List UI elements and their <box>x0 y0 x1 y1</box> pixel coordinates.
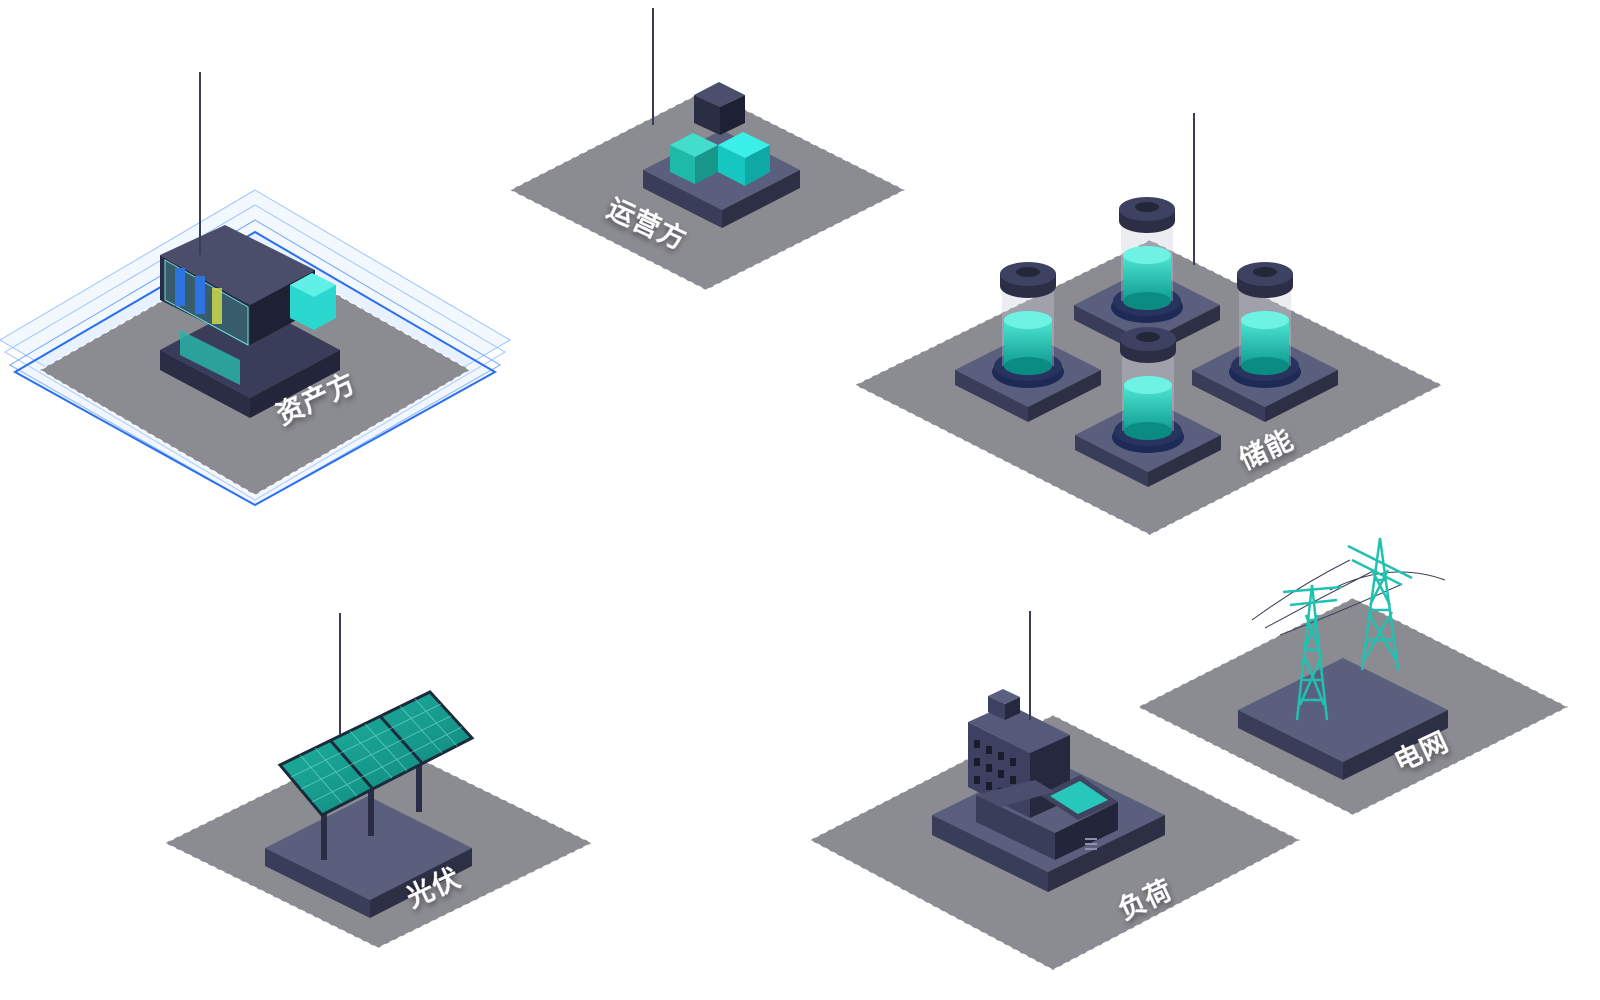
storage-cell-top <box>1074 197 1220 357</box>
storage-node[interactable]: 储能 <box>853 113 1444 536</box>
storage-cells <box>955 197 1338 487</box>
grid-towers <box>1238 537 1448 780</box>
pv-node[interactable]: 光伏 <box>163 613 594 949</box>
pv-array <box>265 690 475 918</box>
operator-node[interactable]: 运营方 <box>508 8 907 291</box>
operator-building <box>643 82 800 228</box>
storage-cell-right <box>1192 262 1338 422</box>
grid-node[interactable]: 电网 <box>1136 537 1570 816</box>
storage-cell-bottom <box>1075 327 1221 487</box>
load-node[interactable]: 负荷 <box>808 611 1302 971</box>
asset-building <box>160 225 340 418</box>
storage-cell-left <box>955 262 1101 422</box>
load-factory <box>932 689 1165 892</box>
asset-node[interactable]: 资产方 <box>0 72 511 507</box>
